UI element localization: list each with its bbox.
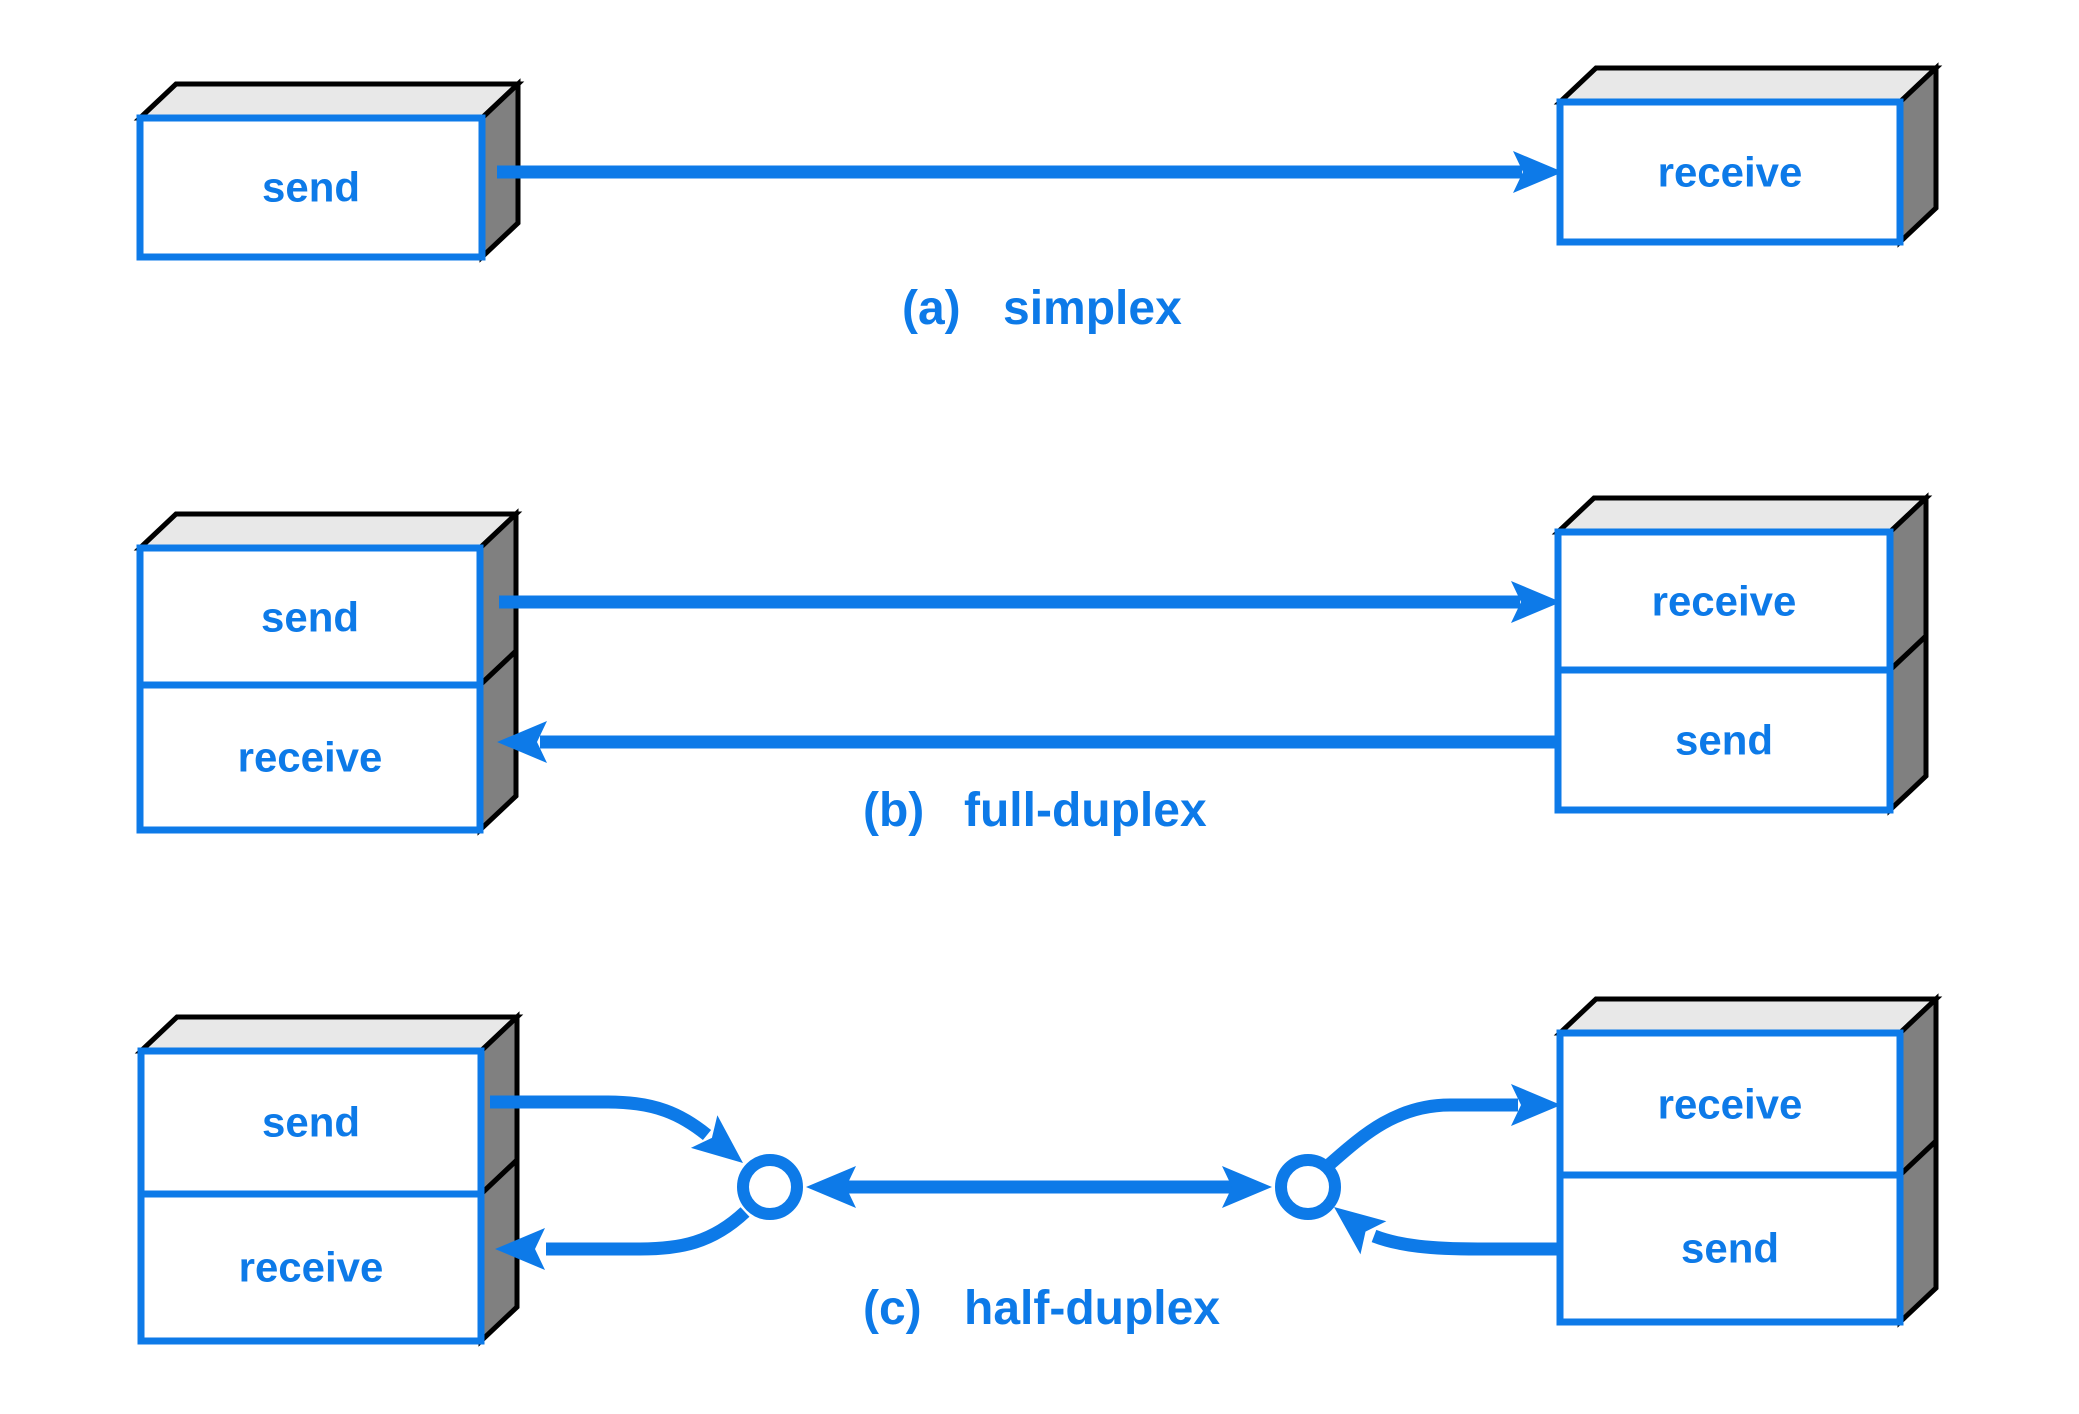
receive-label: receive <box>1652 578 1797 625</box>
caption-prefix: (a) <box>902 282 961 335</box>
simplex-send-box: send <box>133 78 525 263</box>
left-junction-node <box>737 1154 803 1220</box>
half-duplex-right-box: receive send <box>1553 993 1943 1328</box>
send-front-face <box>137 1047 485 1198</box>
send-label: send <box>262 164 360 211</box>
caption-text: full-duplex <box>964 784 1207 837</box>
receive-label: receive <box>1658 1081 1803 1128</box>
caption-text: half-duplex <box>964 1282 1220 1335</box>
receive-label: receive <box>239 1244 384 1291</box>
send-label: send <box>1675 717 1773 764</box>
left-receive-curve <box>546 1207 750 1256</box>
caption-prefix: (b) <box>863 784 924 837</box>
full-duplex-right-box: receive send <box>1551 492 1933 816</box>
send-front-face <box>1556 1171 1904 1326</box>
caption-full-duplex: (b) full-duplex <box>863 784 1207 837</box>
receive-front-face <box>136 681 484 834</box>
half-duplex-left-box: send receive <box>134 1011 524 1347</box>
receive-front-face <box>137 1190 485 1345</box>
send-label: send <box>262 1099 360 1146</box>
into-right-receive-arrowhead-icon <box>1511 1084 1561 1126</box>
right-receive-curve <box>1325 1098 1518 1169</box>
full-duplex-left-box: send receive <box>133 508 523 836</box>
right-send-curve <box>1371 1229 1559 1256</box>
box-top-face <box>1553 65 1943 105</box>
box-top-face <box>134 1014 524 1054</box>
full-duplex-reverse-arrow <box>497 721 1558 763</box>
caption-half-duplex: (c) half-duplex <box>863 1282 1220 1335</box>
full-duplex-forward-arrow <box>499 581 1561 623</box>
caption-text: simplex <box>1003 282 1182 335</box>
right-junction-node <box>1275 1154 1341 1220</box>
section-simplex: send receive (a) simplex <box>133 62 1943 335</box>
send-label: send <box>1681 1225 1779 1272</box>
caption-prefix: (c) <box>863 1282 922 1335</box>
box-top-face <box>133 81 525 121</box>
box-top-face <box>133 511 523 551</box>
section-full-duplex: send receive receive send (b) full-duple… <box>133 492 1933 837</box>
simplex-receive-box: receive <box>1553 62 1943 248</box>
receive-label: receive <box>238 734 383 781</box>
half-duplex-channel <box>490 1084 1561 1270</box>
section-half-duplex: send receive receive send <box>134 993 1943 1347</box>
left-send-curve <box>490 1095 712 1141</box>
caption-simplex: (a) simplex <box>902 282 1182 335</box>
box-front-face <box>136 114 486 261</box>
receive-front-face <box>1554 528 1894 674</box>
box-top-face <box>1553 996 1943 1036</box>
simplex-channel-arrow <box>497 151 1563 193</box>
box-side-face-send <box>1897 1135 1939 1328</box>
box-side-face-send <box>1887 630 1929 816</box>
box-top-face <box>1551 495 1933 535</box>
receive-label: receive <box>1658 149 1803 196</box>
send-label: send <box>261 594 359 641</box>
box-side-face <box>1897 62 1939 248</box>
receive-front-face <box>1556 1029 1904 1179</box>
